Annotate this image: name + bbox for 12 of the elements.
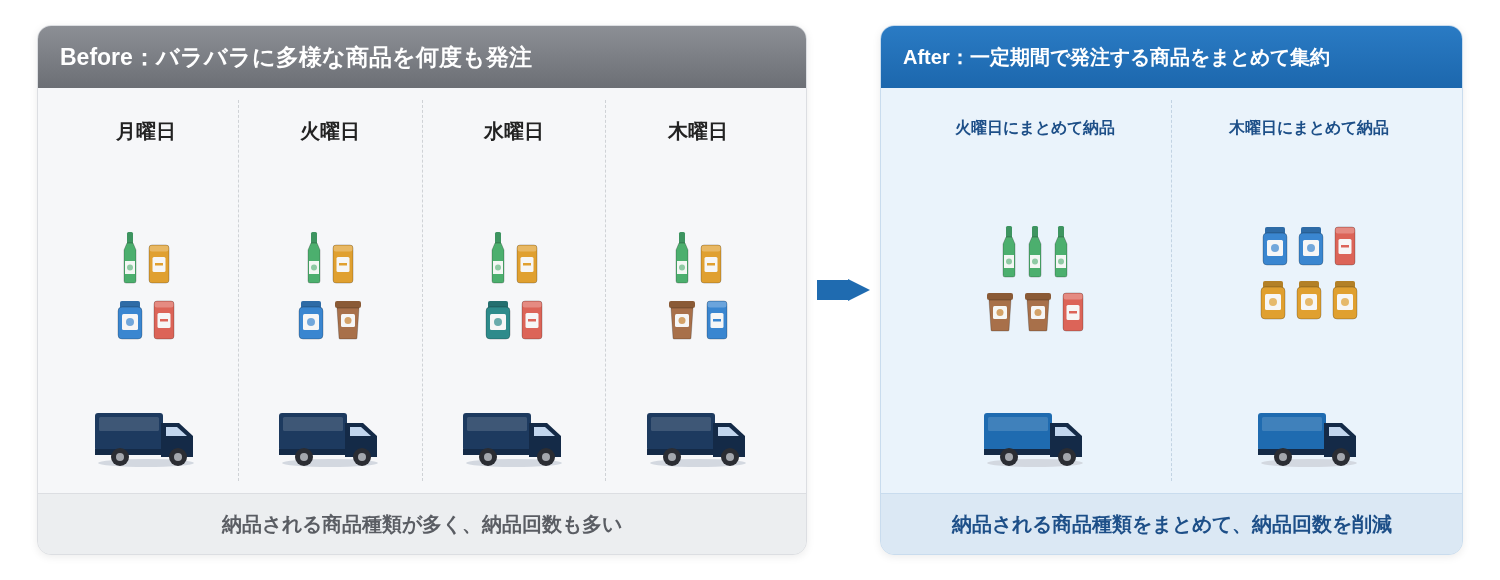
column-heading: 月曜日 [116,119,177,144]
comparison-panel [37,25,807,555]
footer-text: 納品される商品種類をまとめて、納品回数を削減 [951,512,1392,537]
column-heading: 木曜日 [667,119,728,144]
column-heading: 木曜日にまとめて納品 [1228,118,1389,138]
column-heading: 水曜日 [483,119,544,144]
comparison-panel [880,25,1463,555]
panel-title: After：一定期間で発注する商品をまとめて集約 [903,45,1330,70]
panel-title: Before：バラバラに多様な商品を何度も発注 [60,42,532,72]
column-heading: 火曜日 [300,119,361,144]
column-heading: 火曜日にまとめて納品 [954,118,1115,138]
footer-text: 納品される商品種類が多く、納品回数も多い [222,512,622,537]
